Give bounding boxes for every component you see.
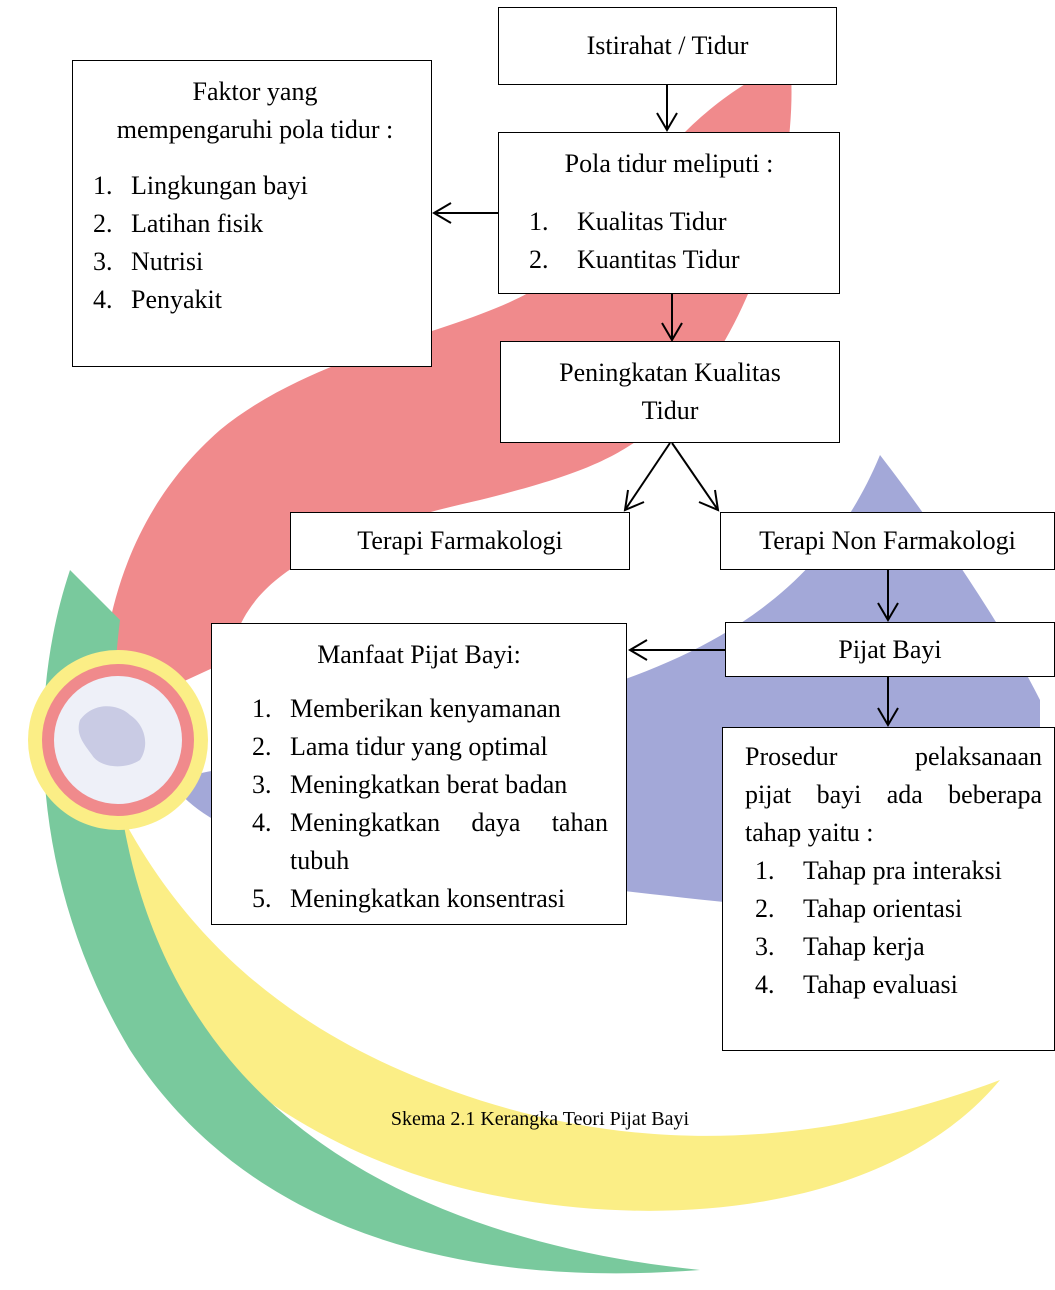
node-terapi-non-farmakologi: Terapi Non Farmakologi	[720, 512, 1055, 570]
list-item: 1.Tahap pra interaksi	[755, 856, 1002, 885]
list-item: 3.Nutrisi	[93, 247, 204, 276]
list-item: 1.Lingkungan bayi	[93, 171, 308, 200]
node-istirahat-label: Istirahat / Tidur	[586, 31, 749, 60]
list-item: 1.Kualitas Tidur	[529, 207, 727, 236]
node-prosedur-intro-line-1: Prosedur pelaksanaan	[745, 738, 1042, 776]
node-faktor-list: 1.Lingkungan bayi 2.Latihan fisik 3.Nutr…	[93, 167, 417, 319]
node-faktor-title-1: Faktor yang	[192, 77, 318, 106]
node-peningkatan-line-1: Peningkatan Kualitas	[559, 358, 781, 387]
node-peningkatan: Peningkatan Kualitas Tidur	[500, 341, 840, 443]
node-manfaat-list: 1.Memberikan kenyamanan 2.Lama tidur yan…	[252, 690, 608, 918]
figure-caption: Skema 2.1 Kerangka Teori Pijat Bayi	[390, 1108, 690, 1130]
node-prosedur-list: 1.Tahap pra interaksi 2.Tahap orientasi …	[745, 852, 1042, 1004]
list-item: 1.Memberikan kenyamanan	[252, 694, 561, 723]
list-item: 5.Meningkatkan konsentrasi	[252, 884, 566, 913]
node-manfaat-title: Manfaat Pijat Bayi:	[317, 640, 521, 669]
node-prosedur-intro-line-2: pijat bayi ada beberapa	[745, 780, 1042, 809]
node-prosedur: Prosedur pelaksanaan pijat bayi ada bebe…	[722, 727, 1055, 1051]
node-istirahat: Istirahat / Tidur	[498, 7, 837, 85]
node-prosedur-word-1: Prosedur	[745, 742, 838, 771]
list-item: 2.Lama tidur yang optimal	[252, 732, 548, 761]
watermark-green-swoosh	[43, 570, 700, 1274]
node-pola-list: 1.Kualitas Tidur 2.Kuantitas Tidur	[529, 203, 825, 279]
list-item: 2.Kuantitas Tidur	[529, 245, 740, 274]
node-pola-title: Pola tidur meliputi :	[564, 149, 774, 178]
node-farmakologi-label: Terapi Farmakologi	[357, 526, 563, 555]
node-pijat-bayi: Pijat Bayi	[725, 622, 1055, 677]
node-prosedur-word-2: pelaksanaan	[914, 742, 1042, 771]
watermark-yellow-swoosh	[95, 760, 1000, 1211]
list-item: 4.Penyakit	[93, 285, 222, 314]
list-item: 4.Tahap evaluasi	[755, 970, 958, 999]
node-pijat-label: Pijat Bayi	[838, 634, 942, 664]
watermark-globe-land	[78, 706, 146, 767]
list-item: 2.Tahap orientasi	[755, 894, 963, 923]
list-item: 3.Tahap kerja	[755, 932, 925, 961]
node-peningkatan-line-2: Tidur	[641, 396, 699, 425]
node-faktor: Faktor yang mempengaruhi pola tidur : 1.…	[72, 60, 432, 367]
node-faktor-title-2: mempengaruhi pola tidur :	[116, 115, 394, 144]
list-item: 3.Meningkatkan berat badan	[252, 770, 568, 799]
node-non-farmakologi-label: Terapi Non Farmakologi	[759, 526, 1016, 555]
list-item: 4.Meningkatkan daya tahan tubuh	[252, 808, 608, 875]
node-terapi-farmakologi: Terapi Farmakologi	[290, 512, 630, 570]
node-manfaat: Manfaat Pijat Bayi: 1.Memberikan kenyama…	[211, 623, 627, 925]
node-pola-tidur: Pola tidur meliputi : 1.Kualitas Tidur 2…	[498, 132, 840, 294]
list-item: 2.Latihan fisik	[93, 209, 264, 238]
node-prosedur-intro-line-3: tahap yaitu :	[745, 818, 874, 847]
